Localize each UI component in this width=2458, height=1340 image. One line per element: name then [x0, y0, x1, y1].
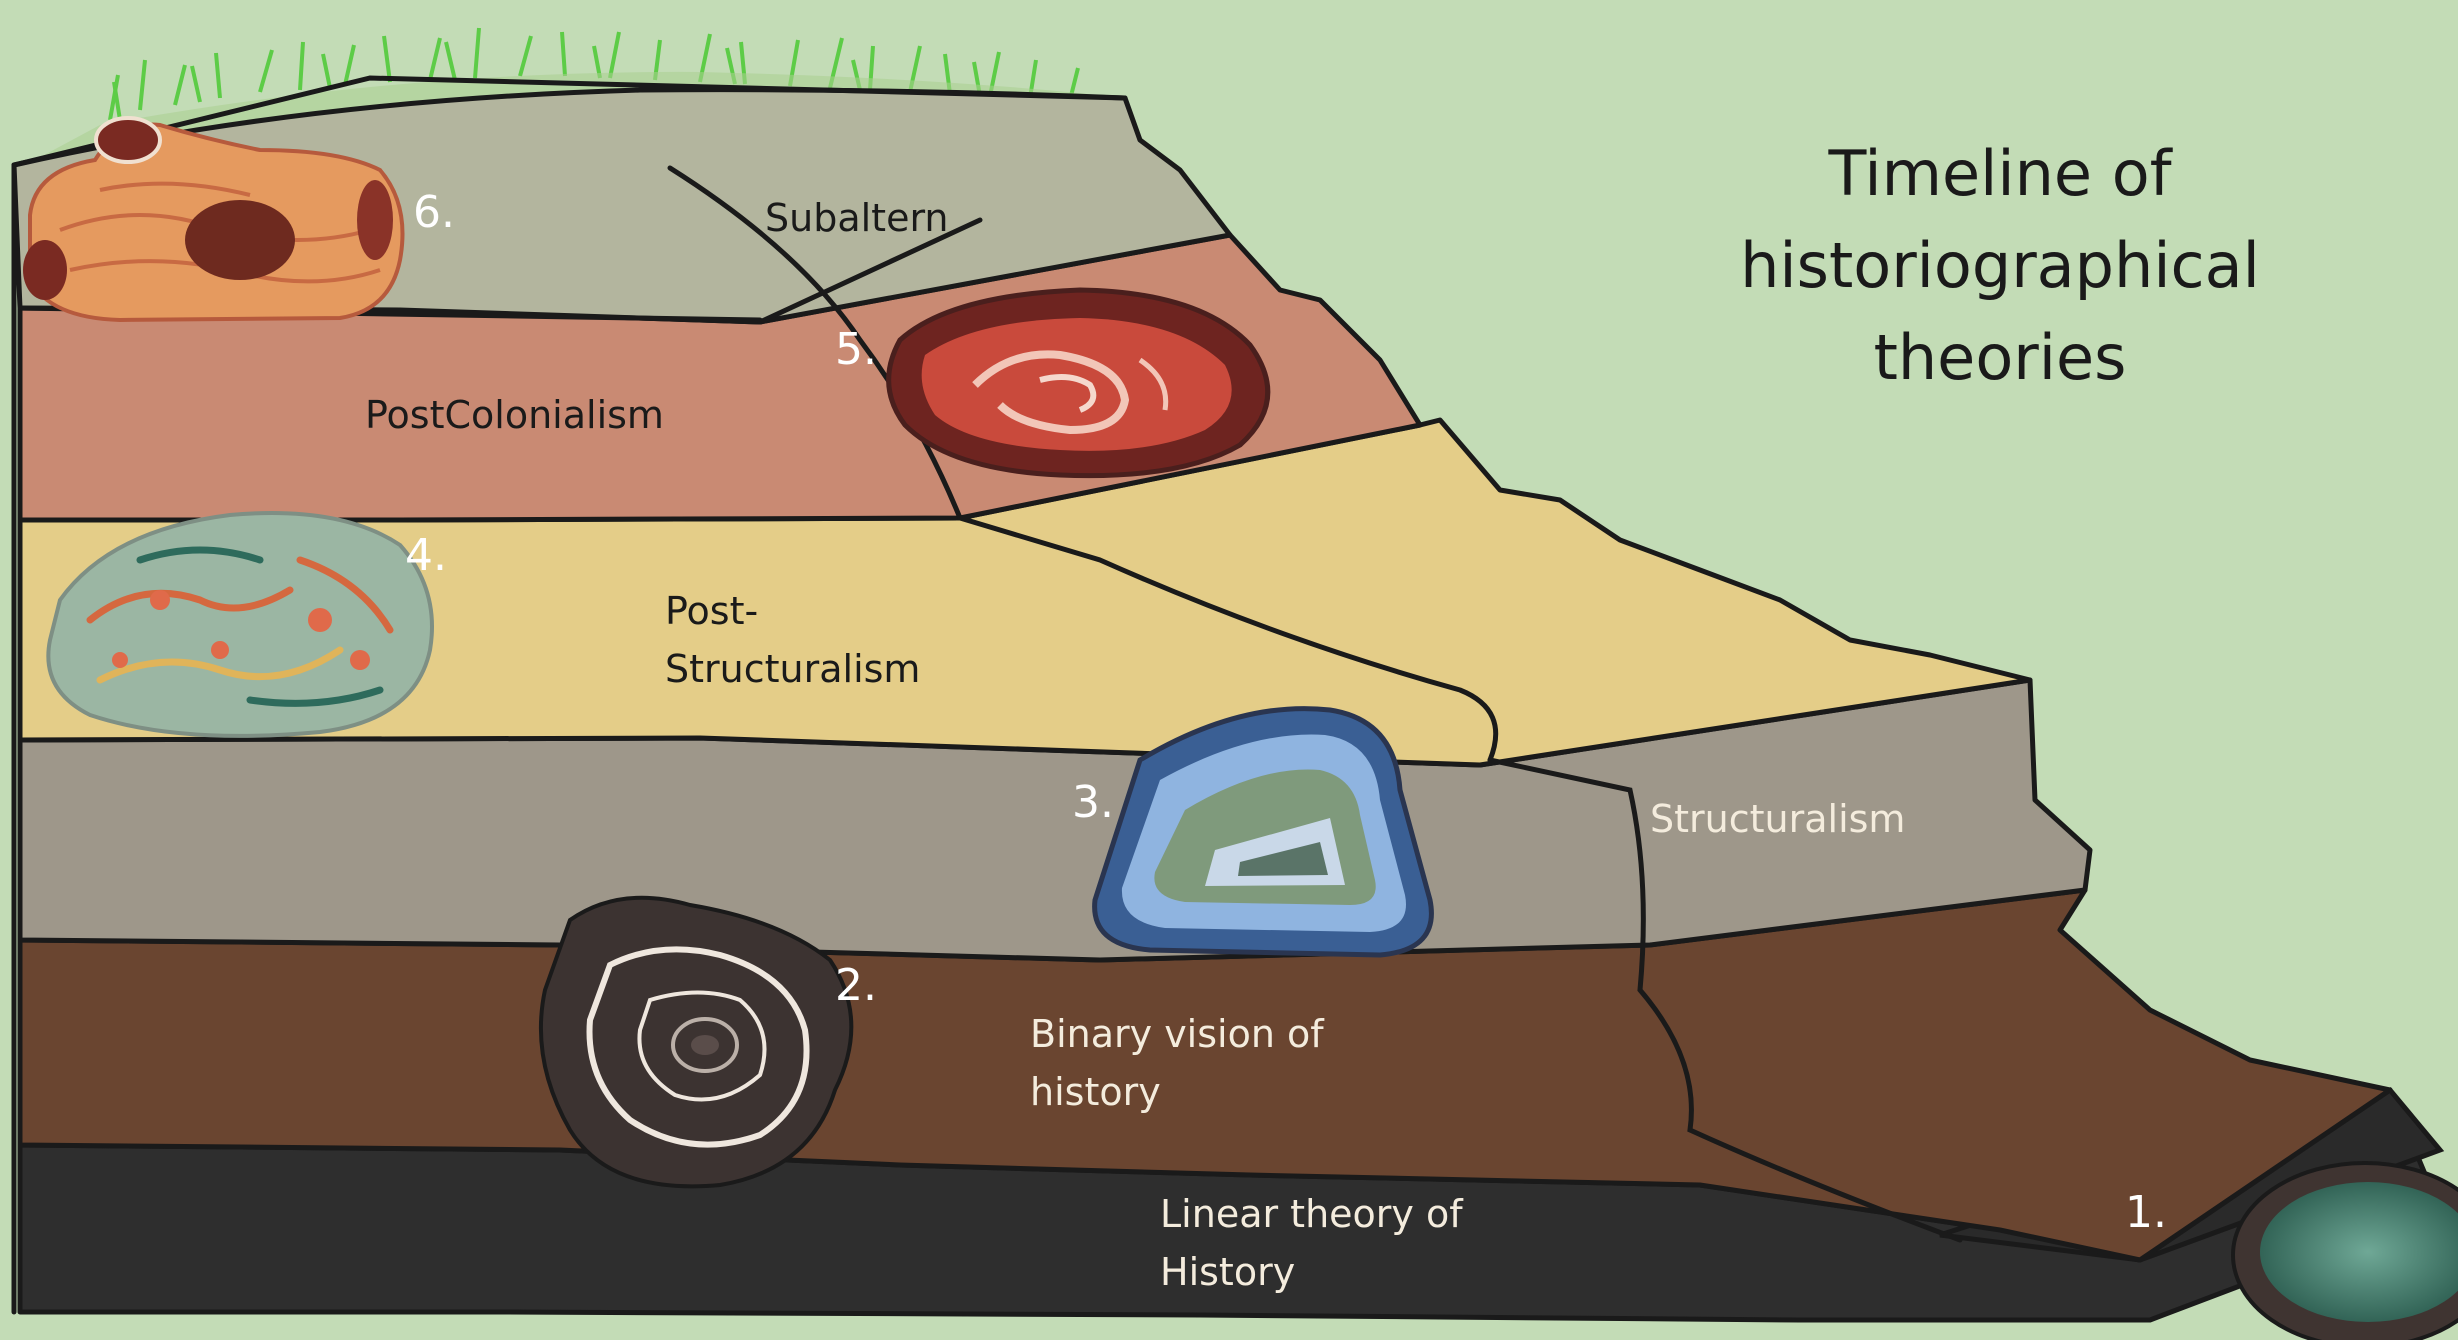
label-subaltern: Subaltern: [765, 195, 949, 243]
diagram-title: Timeline of historiographical theories: [1660, 128, 2340, 404]
label-postcolonialism: PostColonialism: [365, 392, 664, 440]
number-4: 4.: [405, 528, 447, 583]
number-6: 6.: [413, 185, 455, 240]
label-linear: Linear theory of History: [1160, 1185, 1520, 1301]
label-binary: Binary vision of history: [1030, 1005, 1370, 1121]
label-structuralism: Structuralism: [1650, 796, 1905, 844]
label-post-structuralism: Post- Structuralism: [665, 582, 965, 698]
number-1: 1.: [2125, 1185, 2167, 1240]
number-5: 5.: [835, 322, 877, 377]
stone-5: [889, 290, 1268, 476]
number-2: 2.: [835, 958, 877, 1013]
number-3: 3.: [1072, 775, 1114, 830]
stone-2: [541, 898, 851, 1187]
